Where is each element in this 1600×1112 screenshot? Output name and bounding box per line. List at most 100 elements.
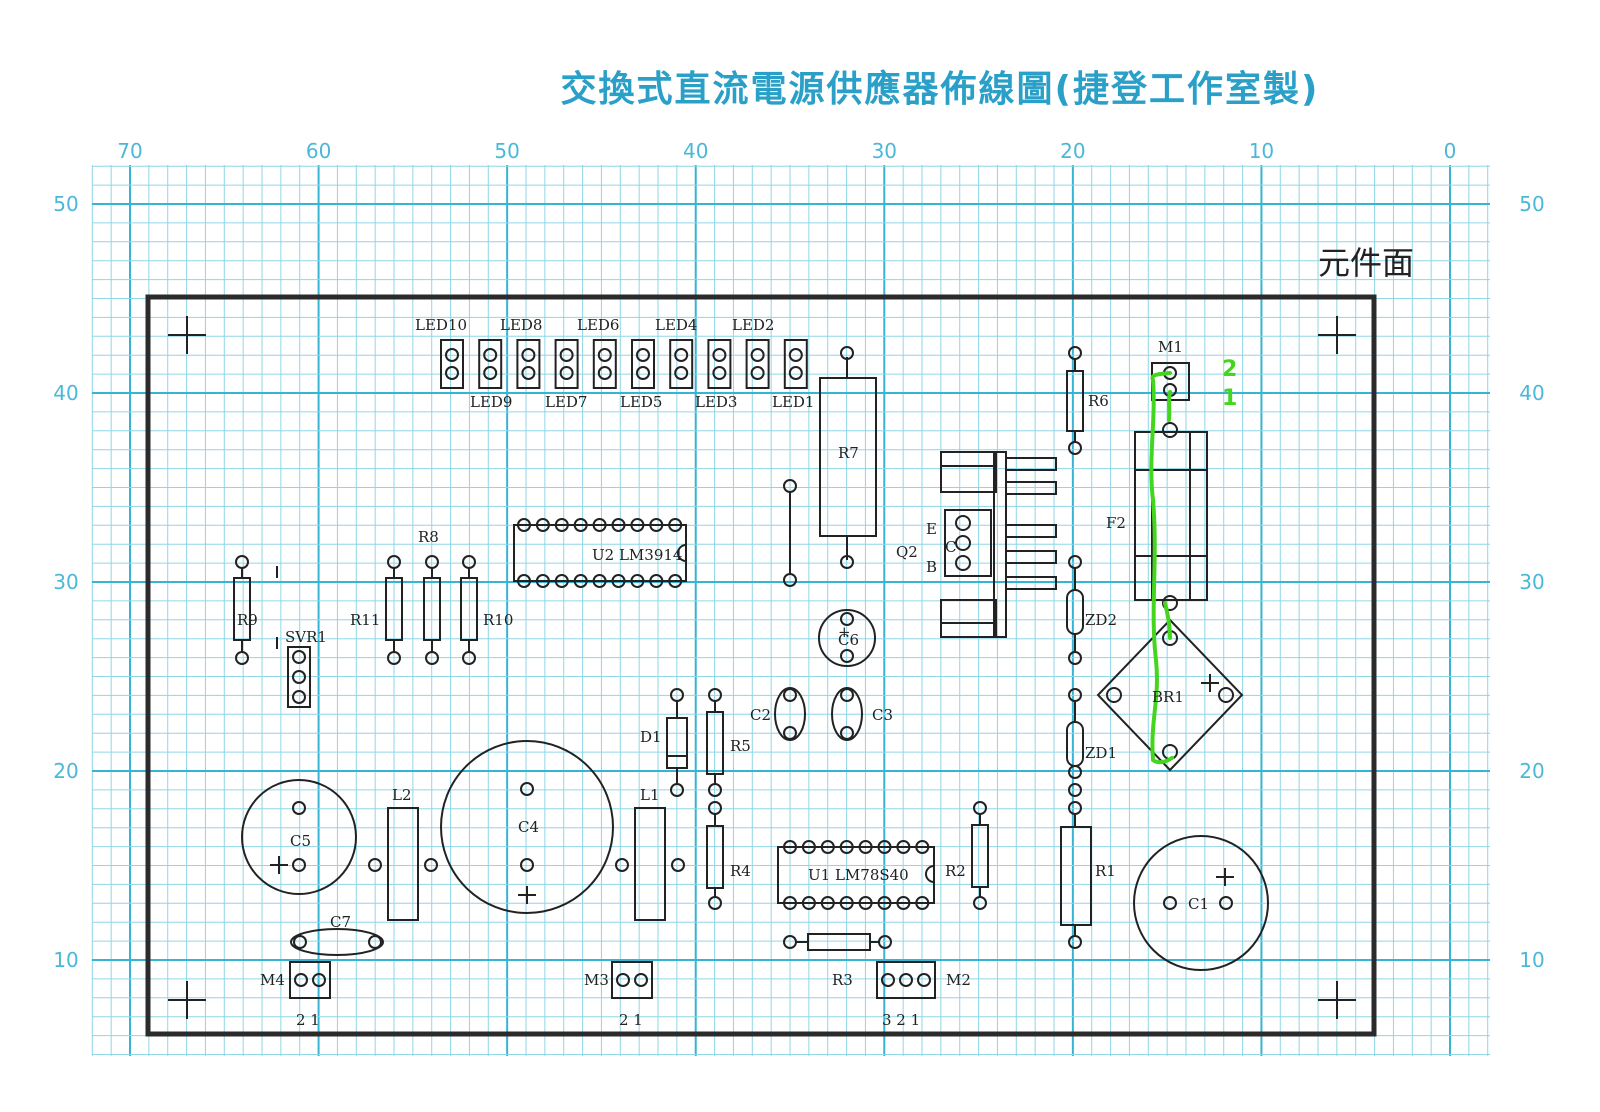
ic-pin xyxy=(649,518,664,532)
label-r10: R10 xyxy=(483,611,513,629)
axis-top-tick: 70 xyxy=(117,139,142,163)
capacitor-c6 xyxy=(818,609,876,667)
zener-zd2 xyxy=(1066,555,1084,665)
led-labels-bottom: LED9 LED7 LED5 LED3 LED1 xyxy=(470,393,814,411)
label-r8: R8 xyxy=(418,528,439,546)
label-r4: R4 xyxy=(730,862,751,880)
corner-marks xyxy=(168,316,1356,1019)
axis-right-tick: 30 xyxy=(1519,570,1544,594)
ic-pin xyxy=(820,896,835,910)
label-q2: Q2 xyxy=(896,543,918,561)
handdrawn-trace xyxy=(1149,371,1174,765)
resistor-r6 xyxy=(1066,346,1084,455)
axis-top-tick: 60 xyxy=(306,139,331,163)
corner-mark-br xyxy=(1318,981,1356,1019)
ic-pin xyxy=(820,840,835,854)
trace-mark-2: 2 xyxy=(1222,357,1237,382)
label-led4: LED4 xyxy=(655,316,697,334)
ic-u2 xyxy=(513,524,687,582)
label-m3: M3 xyxy=(584,971,609,989)
axis-right-tick: 10 xyxy=(1519,948,1544,972)
capacitor-c5 xyxy=(241,779,357,895)
label-f2: F2 xyxy=(1106,514,1126,532)
ic-pin xyxy=(611,574,626,588)
axis-top-tick: 30 xyxy=(872,139,897,163)
ic-pin xyxy=(554,574,569,588)
ic-pin xyxy=(877,840,892,854)
connector-m2 xyxy=(876,961,936,999)
resistor-r4 xyxy=(706,801,724,910)
transistor-q2-pins xyxy=(955,515,971,571)
led-footprint xyxy=(783,339,808,389)
corner-mark-tr xyxy=(1318,316,1356,354)
led-footprint xyxy=(669,339,694,389)
ic-pin xyxy=(573,518,588,532)
corner-mark-bl xyxy=(168,981,206,1019)
label-d1: D1 xyxy=(640,728,662,746)
axis-right-tick: 50 xyxy=(1519,192,1544,216)
resistor-r9 xyxy=(233,555,278,665)
zener-zd1 xyxy=(1066,688,1084,779)
label-c4: C4 xyxy=(518,818,539,836)
ic-pin xyxy=(630,574,645,588)
label-r1: R1 xyxy=(1095,862,1116,880)
resistor-r11 xyxy=(385,555,403,665)
component-labels: U2 LM3914 U1 LM78S40 R7 R6 R8 R9 R10 R11… xyxy=(237,338,1209,1029)
axis-top-tick: 10 xyxy=(1249,139,1274,163)
ic-pin xyxy=(915,840,930,854)
inductor-l2 xyxy=(368,807,438,921)
ic-pin xyxy=(783,840,797,854)
axis-left-tick: 10 xyxy=(53,948,78,972)
trace-pin-marks: 2 1 xyxy=(1222,357,1237,411)
capacitor-c3 xyxy=(831,687,863,741)
ic-pin xyxy=(801,896,816,910)
ic-pin xyxy=(801,840,816,854)
label-m4-pins: 2 1 xyxy=(296,1011,320,1029)
capacitor-c7 xyxy=(290,928,384,956)
axis-top-tick: 50 xyxy=(494,139,519,163)
axis-left-tick: 40 xyxy=(53,381,78,405)
led-footprint xyxy=(440,339,464,389)
ic-pin xyxy=(896,896,911,910)
ic-pin xyxy=(839,896,854,910)
ic-pin xyxy=(517,574,531,588)
ic-pin xyxy=(517,518,531,532)
ic-pin xyxy=(877,896,892,910)
ic-pin xyxy=(668,518,683,532)
label-zd2: ZD2 xyxy=(1085,611,1117,629)
led-footprint xyxy=(554,339,579,389)
ic-pin xyxy=(573,574,588,588)
capacitor-c1 xyxy=(1133,835,1269,971)
resistor-r1 xyxy=(1060,783,1092,949)
connector-m4 xyxy=(289,961,331,999)
led-labels-top: LED10 LED8 LED6 LED4 LED2 xyxy=(415,316,774,334)
label-led8: LED8 xyxy=(500,316,542,334)
label-svr1: SVR1 xyxy=(285,628,327,646)
trace-mark-1: 1 xyxy=(1222,386,1237,411)
led-array xyxy=(440,339,808,389)
inductor-l1 xyxy=(615,807,685,921)
ic-u1-pins xyxy=(783,840,930,910)
capacitor-c4 xyxy=(440,740,614,914)
label-c6: C6 xyxy=(838,631,859,649)
label-l1: L1 xyxy=(640,786,660,804)
label-r7: R7 xyxy=(838,444,859,462)
trimmer-svr1 xyxy=(287,646,311,708)
label-r9: R9 xyxy=(237,611,258,629)
axis-right-tick: 40 xyxy=(1519,381,1544,405)
led-footprint xyxy=(516,339,541,389)
label-led3: LED3 xyxy=(695,393,737,411)
axis-top-tick: 20 xyxy=(1060,139,1085,163)
label-zd1: ZD1 xyxy=(1085,744,1117,762)
label-u2: U2 LM3914 xyxy=(592,546,682,564)
label-m3-pins: 2 1 xyxy=(619,1011,643,1029)
label-c1: C1 xyxy=(1188,895,1209,913)
label-m2-pins: 3 2 1 xyxy=(882,1011,920,1029)
ic-pin xyxy=(896,840,911,854)
ic-pin xyxy=(592,518,607,532)
label-led6: LED6 xyxy=(577,316,619,334)
axis-left-tick: 30 xyxy=(53,570,78,594)
